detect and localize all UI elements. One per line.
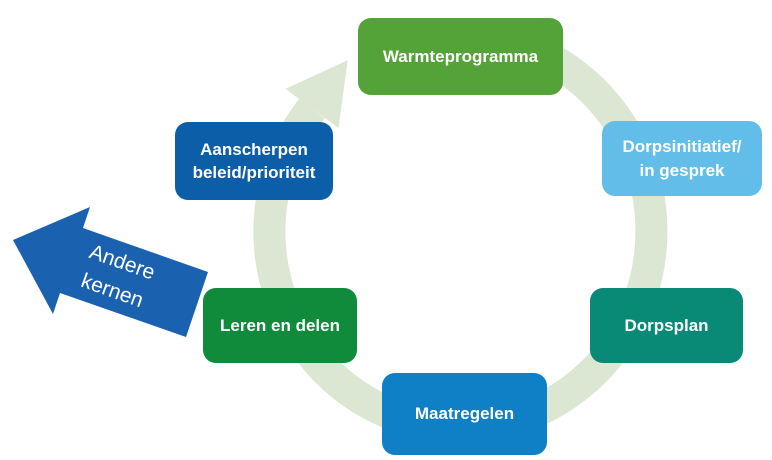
step-label: Aanscherpen beleid/prioriteit <box>192 139 316 182</box>
step-label: Warmteprogramma <box>382 46 539 66</box>
step-label: Leren en delen <box>220 315 340 335</box>
step-dorpsplan: Dorpsplan <box>590 288 743 363</box>
ring-arc <box>253 20 668 444</box>
andere-kernen-arrow-icon <box>13 207 208 337</box>
step-label: Maatregelen <box>414 404 515 424</box>
step-warmteprogramma: Warmteprogramma <box>358 18 563 95</box>
step-label: Dorpsinitiatief/ in gesprek <box>622 137 742 180</box>
step-dorpsinitiatief-in-gesprek: Dorpsinitiatief/ in gesprek <box>602 121 762 196</box>
step-leren-en-delen: Leren en delen <box>203 288 357 363</box>
ring-arrowhead-icon <box>285 60 348 129</box>
step-maatregelen: Maatregelen <box>382 373 547 455</box>
step-label: Dorpsplan <box>624 315 709 335</box>
step-aanscherpen-beleid-prioriteit: Aanscherpen beleid/prioriteit <box>175 122 333 200</box>
